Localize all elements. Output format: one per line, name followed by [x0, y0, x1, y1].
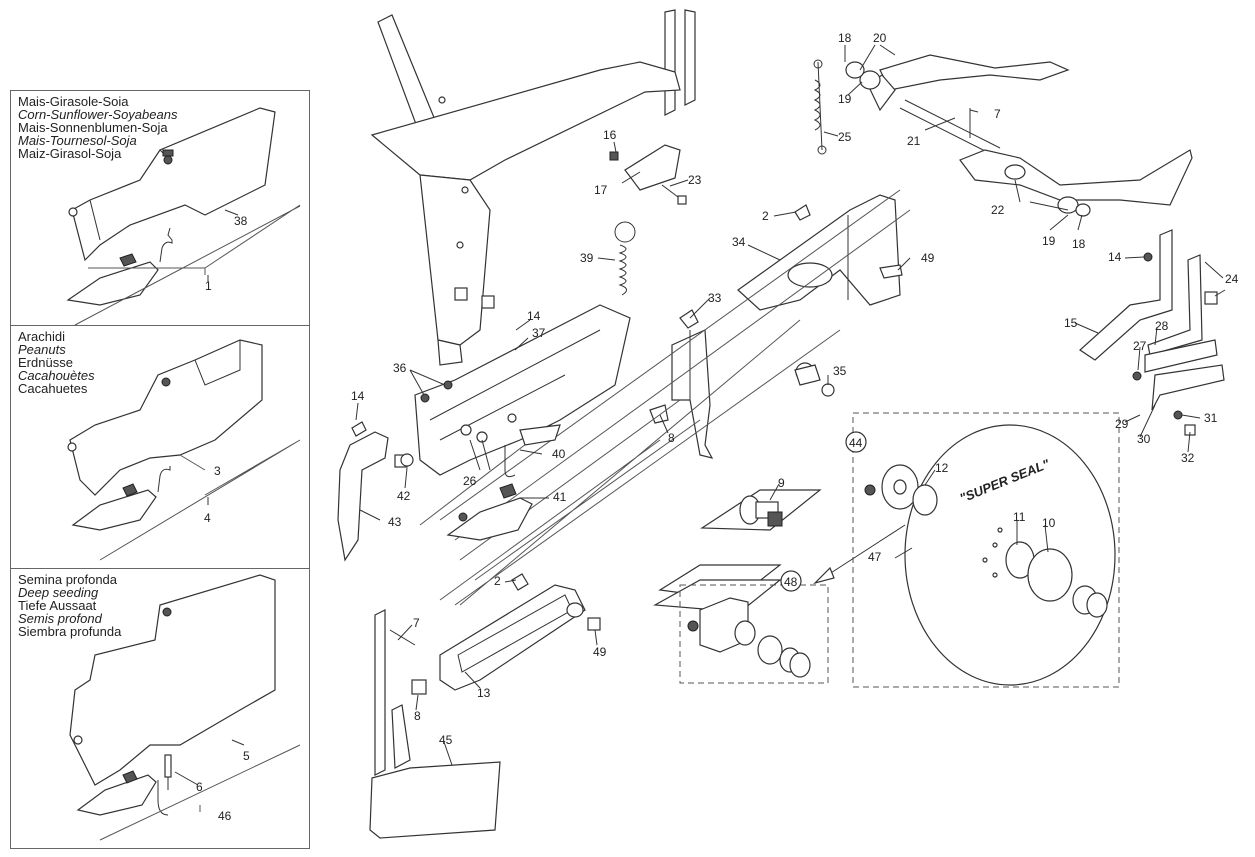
callout-21: 21	[907, 134, 921, 148]
panel-2-labels: Arachidi Peanuts Erdnüsse Cacahouètes Ca…	[18, 329, 95, 396]
leader-p1	[74, 204, 301, 326]
seed-tube-guard-2	[67, 339, 263, 496]
arm-34	[649, 194, 903, 459]
callout-29: 29	[1115, 417, 1129, 431]
callout-8-bottom: 8	[414, 709, 421, 723]
disc-box-44	[852, 412, 1120, 688]
shoe-2	[71, 466, 171, 531]
callout-34: 34	[732, 235, 746, 249]
callout-8-mid: 8	[668, 431, 675, 445]
leader-lines	[174, 44, 1226, 786]
callout-48: 48	[784, 575, 798, 589]
callout-41: 41	[553, 490, 567, 504]
main-frame	[370, 9, 696, 366]
callout-44: 44	[849, 436, 863, 450]
callout-42: 42	[397, 489, 411, 503]
callout-6: 6	[196, 780, 203, 794]
callout-11: 11	[1013, 510, 1026, 524]
callout-38: 38	[234, 214, 248, 228]
callout-49-top: 49	[921, 251, 935, 265]
hub-bolt-9	[652, 489, 822, 613]
callout-43: 43	[388, 515, 402, 529]
arrow-head	[813, 566, 835, 585]
callout-24: 24	[1225, 272, 1239, 286]
callout-36: 36	[393, 361, 407, 375]
callout-46: 46	[218, 809, 232, 823]
lever-linkage	[813, 54, 1193, 217]
callout-18-bottom: 18	[1072, 237, 1086, 251]
shoe-41	[446, 483, 533, 541]
callout-32: 32	[1181, 451, 1195, 465]
spring-39	[614, 221, 636, 296]
callout-30: 30	[1137, 432, 1151, 446]
callout-47: 47	[868, 550, 882, 564]
callout-16: 16	[603, 128, 617, 142]
panel-1-labels: Mais-Girasole-Soia Corn-Sunflower-Soyabe…	[18, 94, 178, 161]
disc-47: "SUPER SEAL"	[864, 424, 1116, 686]
callout-45: 45	[439, 733, 453, 747]
callout-7-bottom: 7	[413, 616, 420, 630]
bar-13	[411, 573, 601, 695]
leader-p3	[99, 744, 301, 841]
callout-13: 13	[477, 686, 491, 700]
callout-19-bottom: 19	[1042, 234, 1056, 248]
callout-26: 26	[463, 474, 477, 488]
callout-20: 20	[873, 31, 887, 45]
scraper-45	[369, 609, 501, 839]
callout-1: 1	[205, 279, 212, 293]
callout-14-mid: 14	[527, 309, 541, 323]
callout-2-bottom: 2	[494, 574, 501, 588]
callout-23: 23	[688, 173, 702, 187]
scraper-43	[337, 421, 414, 562]
callout-4: 4	[204, 511, 211, 525]
callout-22: 22	[991, 203, 1005, 217]
callout-2-top: 2	[762, 209, 769, 223]
bracket-17	[609, 144, 687, 205]
callout-7-top: 7	[994, 107, 1001, 121]
callout-labels: 38 1 3 4 5 6 46 18 20 19 25 7 21 22 19 1…	[196, 31, 1239, 823]
bracket-15-30	[1079, 229, 1225, 436]
callout-14-right: 14	[1108, 250, 1122, 264]
callout-27: 27	[1133, 339, 1147, 353]
shoe-3	[76, 754, 172, 816]
callout-49-bottom: 49	[593, 645, 607, 659]
callout-40: 40	[552, 447, 566, 461]
callout-10: 10	[1042, 516, 1056, 530]
arrow-disc-to-hub	[819, 524, 906, 581]
panel-3-labels: Semina profonda Deep seeding Tiefe Aussa…	[18, 572, 122, 639]
callout-12: 12	[935, 461, 949, 475]
callout-3: 3	[214, 464, 221, 478]
callout-28: 28	[1155, 319, 1169, 333]
seed-tube-guard-1	[68, 107, 276, 262]
callout-15: 15	[1064, 316, 1078, 330]
callout-39: 39	[580, 251, 594, 265]
hub-box-48	[679, 584, 829, 684]
callout-25: 25	[838, 130, 852, 144]
shoe-1	[66, 227, 173, 306]
callout-17: 17	[594, 183, 608, 197]
callout-19-top: 19	[838, 92, 852, 106]
leader-p2	[99, 439, 301, 561]
callout-35: 35	[833, 364, 847, 378]
callout-9: 9	[778, 476, 785, 490]
coulter-guard-36-40	[414, 304, 631, 478]
callout-37: 37	[532, 326, 546, 340]
callout-5: 5	[243, 749, 250, 763]
callout-33: 33	[708, 291, 722, 305]
callout-18-top: 18	[838, 31, 852, 45]
seed-tube-guard-3	[69, 574, 276, 786]
callout-14-left: 14	[351, 389, 365, 403]
callout-31: 31	[1204, 411, 1218, 425]
hub-assembly-48	[687, 597, 811, 678]
